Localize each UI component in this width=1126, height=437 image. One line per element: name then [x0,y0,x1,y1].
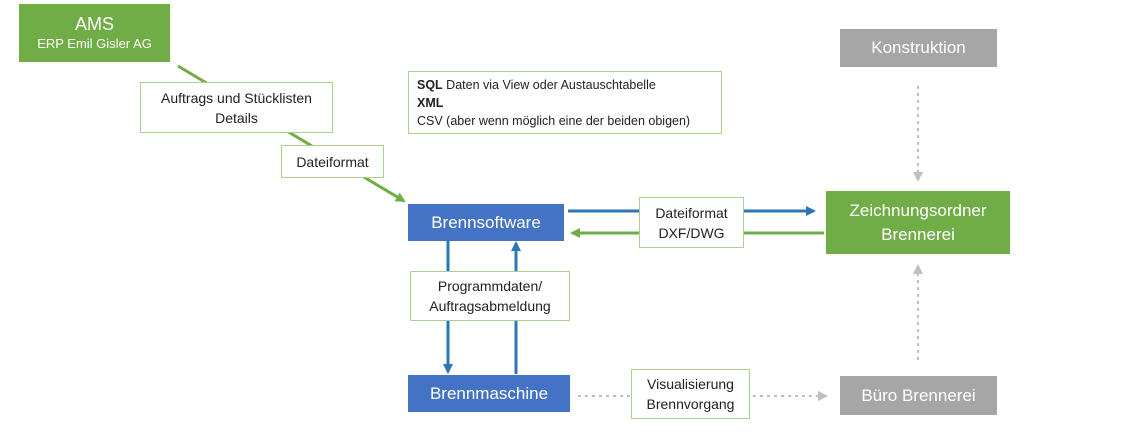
node-brennsoftware: Brennsoftware [408,204,564,241]
node-brennmaschine: Brennmaschine [408,375,570,412]
node-brennmaschine-label: Brennmaschine [429,383,549,403]
node-zeichnungsordner-line1: Zeichnungsordner [849,200,987,220]
label-dateiformat-text: Dateiformat [296,153,369,170]
label-auftrags-line2: Details [215,109,258,126]
label-dxf-line2: DXF/DWG [658,224,725,241]
label-visualisierung: Visualisierung Brennvorgang [631,369,750,419]
node-buero-brennerei: Büro Brennerei [840,376,997,415]
label-programmdaten-line2: Auftragsabmeldung [429,298,551,314]
node-konstruktion: Konstruktion [840,29,997,67]
node-buero-brennerei-label: Büro Brennerei [861,385,976,405]
label-programmdaten: Programmdaten/ Auftragsabmeldung [410,271,570,321]
label-dateiformat: Dateiformat [281,145,384,178]
format-note-csv: CSV (aber wenn möglich eine der beiden o… [417,114,691,128]
format-note-sql-bold: SQL [417,78,443,92]
node-konstruktion-label: Konstruktion [871,38,966,57]
format-note-sql: SQL Daten via View oder Austauschtabelle [417,76,713,94]
format-note-sql-text: Daten via View oder Austauschtabelle [442,78,656,92]
node-brennsoftware-label: Brennsoftware [431,212,541,232]
label-programmdaten-line1: Programmdaten/ [437,278,543,294]
node-ams-title: AMS [74,14,114,34]
node-zeichnungsordner: Zeichnungsordner Brennerei [826,191,1010,254]
label-auftrags: Auftrags und Stücklisten Details [140,82,333,133]
node-ams: AMS ERP Emil Gisler AG [19,4,170,62]
label-visualisierung-line1: Visualisierung [647,376,734,392]
format-note: SQL Daten via View oder Austauschtabelle… [408,71,722,134]
label-dxf: Dateiformat DXF/DWG [639,197,744,248]
label-visualisierung-line2: Brennvorgang [646,396,735,412]
node-ams-subtitle: ERP Emil Gisler AG [37,36,152,51]
node-zeichnungsordner-line2: Brennerei [881,224,955,244]
format-note-xml-bold: XML [417,96,444,110]
format-note-xml: XML [417,94,713,112]
label-dxf-line1: Dateiformat [655,204,728,221]
label-auftrags-line1: Auftrags und Stücklisten [161,89,312,106]
